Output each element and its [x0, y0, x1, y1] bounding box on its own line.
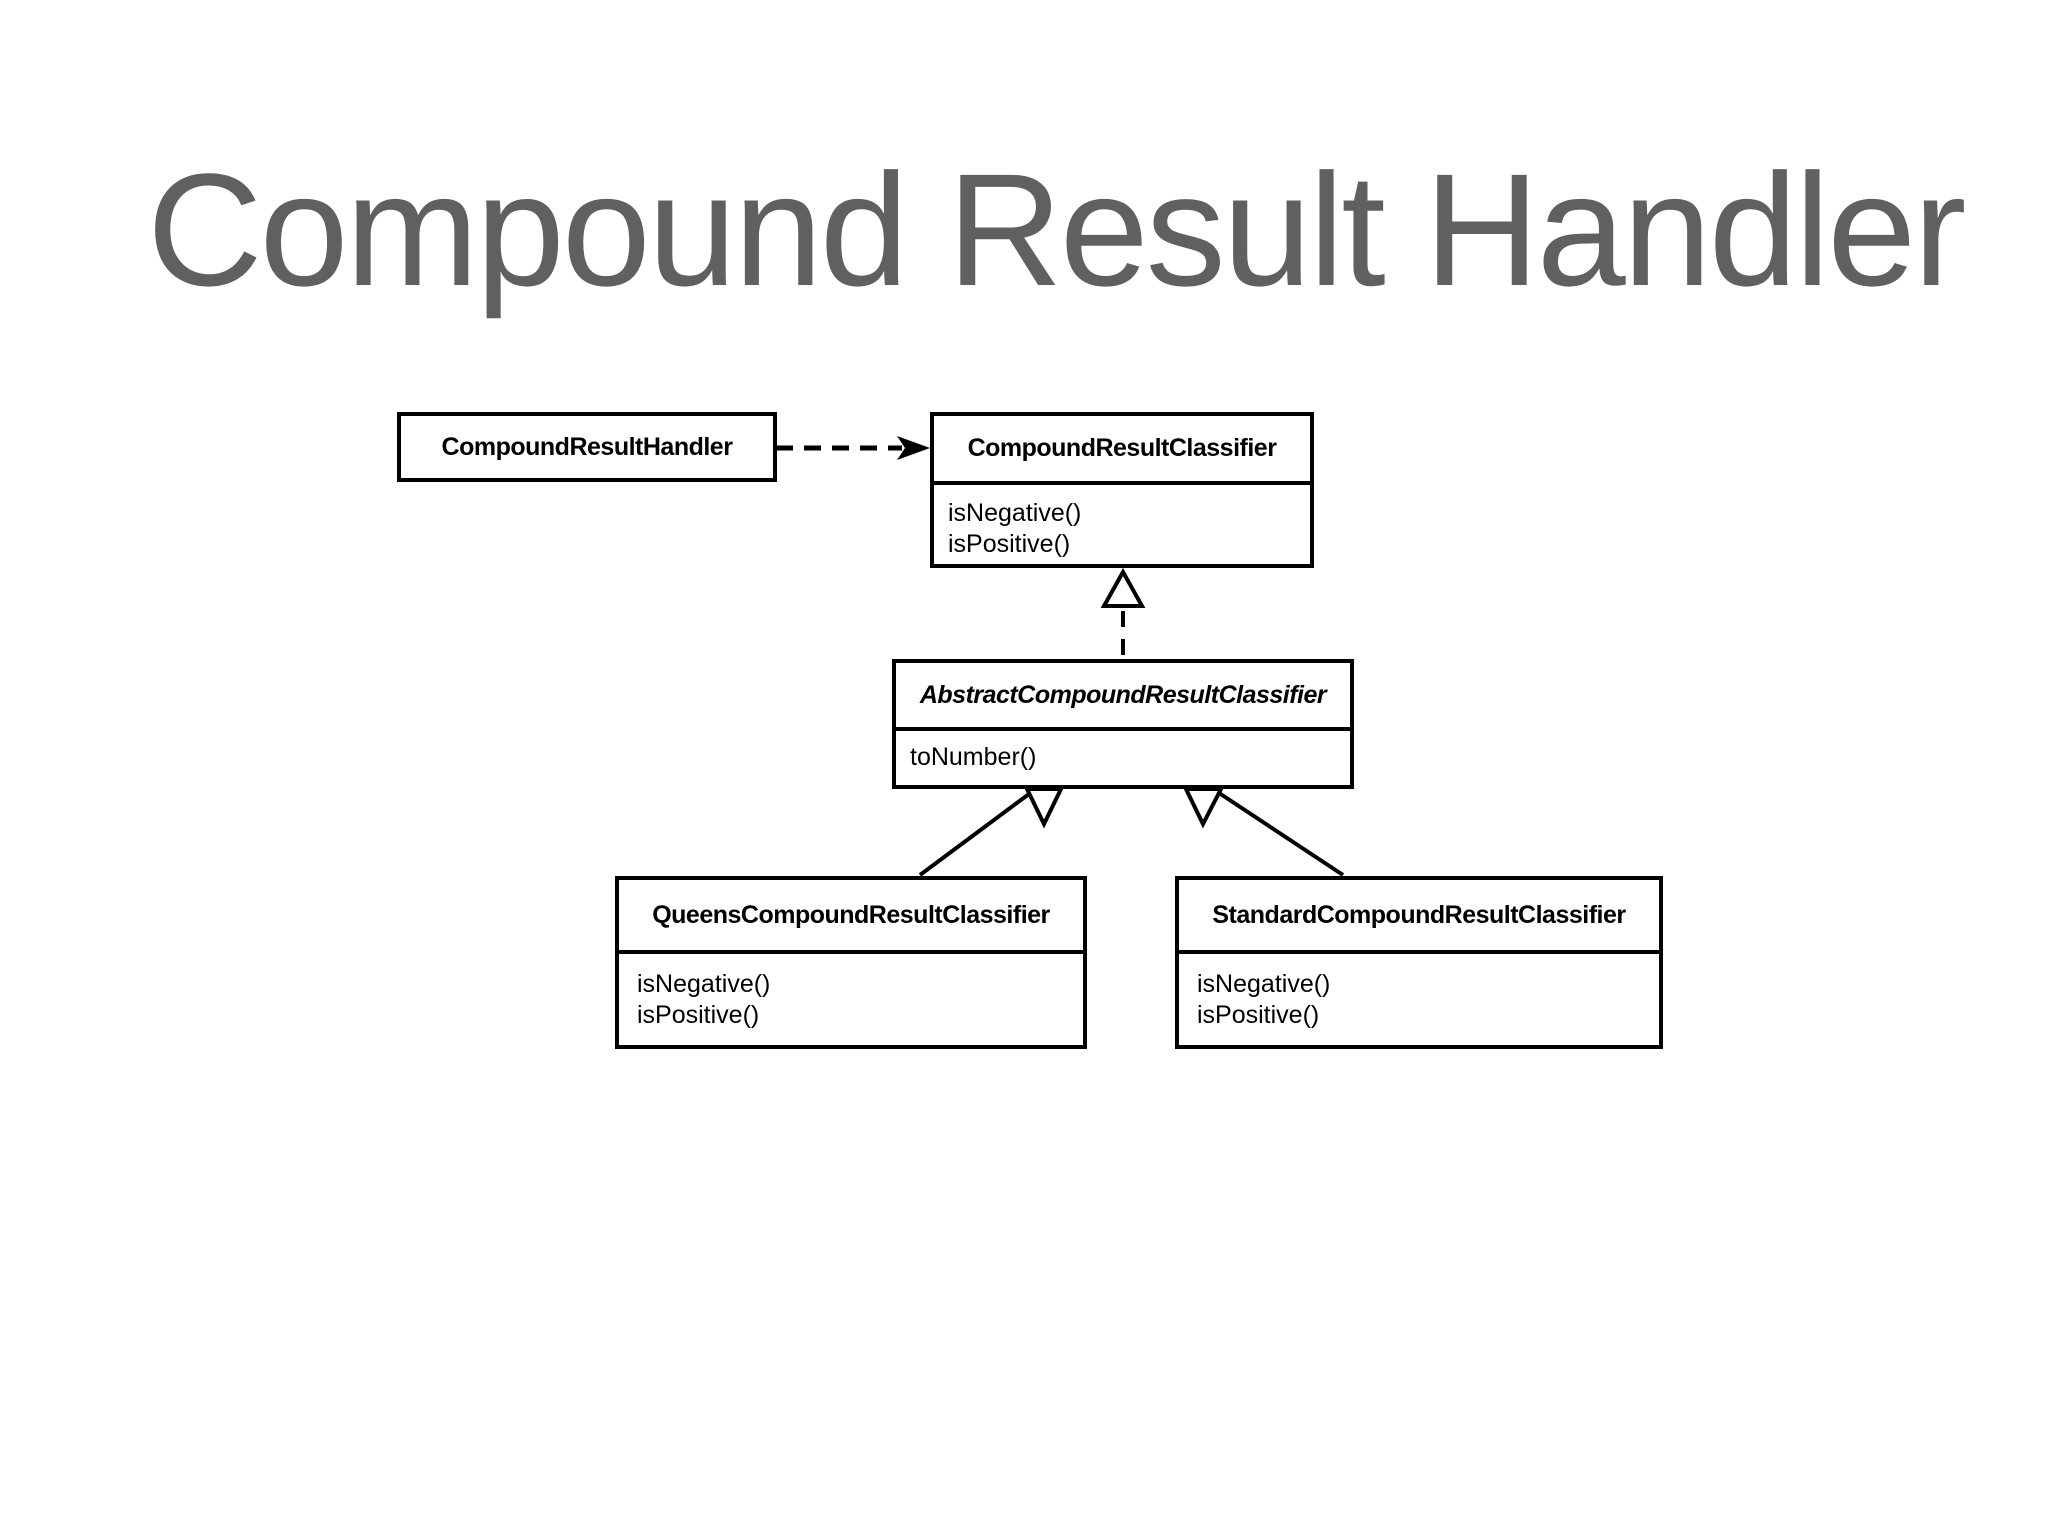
- class-box-abstract-compound-result-classifier: AbstractCompoundResultClassifier toNumbe…: [892, 659, 1354, 789]
- method-is-positive: isPositive(): [948, 530, 1071, 558]
- generalization-line-queens: [918, 789, 1035, 877]
- class-methods-abstract-compound-result-classifier: toNumber(): [896, 731, 1350, 773]
- method-is-negative: isNegative(): [637, 970, 771, 998]
- class-name-queens-compound-result-classifier: QueensCompoundResultClassifier: [619, 880, 1083, 954]
- method-is-positive: isPositive(): [1197, 1001, 1320, 1029]
- class-box-standard-compound-result-classifier: StandardCompoundResultClassifier isNegat…: [1175, 876, 1663, 1049]
- class-methods-standard-compound-result-classifier: isNegative() isPositive(): [1179, 954, 1659, 1031]
- class-methods-compound-result-classifier: isNegative() isPositive(): [934, 485, 1310, 560]
- class-name-compound-result-classifier: CompoundResultClassifier: [934, 416, 1310, 485]
- class-name-abstract-compound-result-classifier: AbstractCompoundResultClassifier: [896, 663, 1350, 731]
- class-box-compound-result-classifier: CompoundResultClassifier isNegative() is…: [930, 412, 1314, 568]
- slide-title: Compound Result Handler: [147, 140, 1966, 319]
- class-name-standard-compound-result-classifier: StandardCompoundResultClassifier: [1179, 880, 1659, 954]
- class-box-queens-compound-result-classifier: QueensCompoundResultClassifier isNegativ…: [615, 876, 1087, 1049]
- method-is-negative: isNegative(): [1197, 970, 1331, 998]
- generalization-triangle-standard: [1182, 787, 1225, 829]
- class-name-compound-result-handler: CompoundResultHandler: [441, 432, 733, 461]
- generalization-triangle-up: [1100, 567, 1146, 608]
- class-box-compound-result-handler: CompoundResultHandler: [397, 412, 777, 482]
- method-is-positive: isPositive(): [637, 1001, 760, 1029]
- method-is-negative: isNegative(): [948, 499, 1082, 527]
- dependency-arrowhead: [897, 436, 930, 460]
- class-methods-queens-compound-result-classifier: isNegative() isPositive(): [619, 954, 1083, 1031]
- generalization-line-standard: [1214, 789, 1345, 877]
- method-to-number: toNumber(): [910, 743, 1037, 771]
- generalization-triangle-queens: [1023, 787, 1065, 829]
